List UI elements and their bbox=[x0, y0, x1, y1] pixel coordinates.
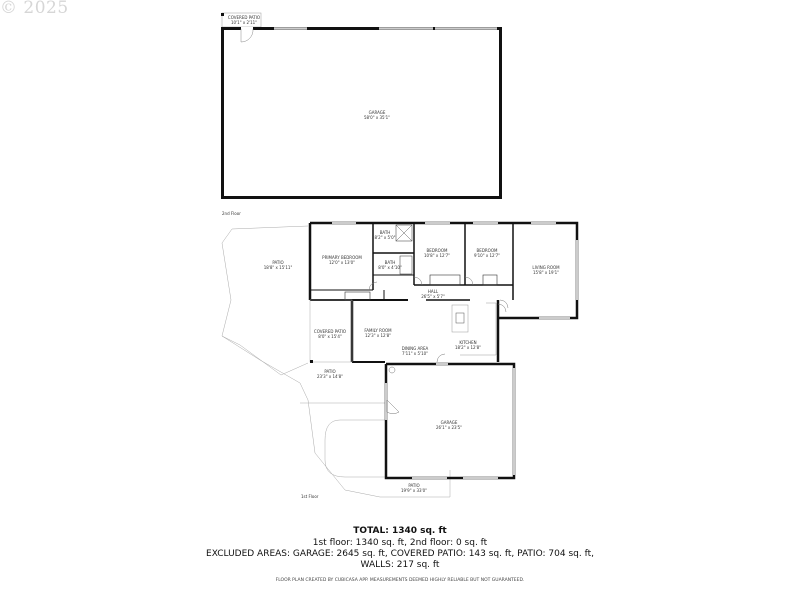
disclaimer: FLOOR PLAN CREATED BY CUBICASA APP. MEAS… bbox=[275, 578, 525, 583]
excluded-areas: EXCLUDED AREAS: GARAGE: 2645 sq. ft, COV… bbox=[206, 549, 594, 559]
second-floor-plan bbox=[221, 12, 502, 199]
copyright-watermark: © 2025 bbox=[0, 0, 69, 18]
first-floor-plan bbox=[221, 221, 579, 498]
walls-area: WALLS: 217 sq. ft bbox=[360, 560, 440, 570]
floor-label-2nd: 2nd Floor bbox=[222, 211, 241, 216]
floor-breakdown: 1st floor: 1340 sq. ft, 2nd floor: 0 sq.… bbox=[312, 538, 488, 548]
total-area: TOTAL: 1340 sq. ft bbox=[353, 526, 447, 536]
floor-label-1st: 1st Floor bbox=[301, 494, 319, 499]
